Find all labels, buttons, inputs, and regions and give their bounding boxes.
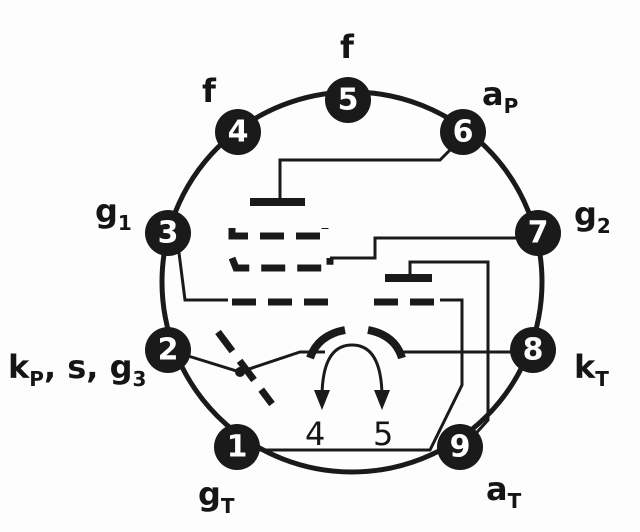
- beam-plate: [215, 329, 275, 407]
- svg-text:2: 2: [158, 333, 179, 368]
- svg-text:5: 5: [338, 83, 359, 118]
- svg-text:9: 9: [450, 430, 471, 465]
- pin-2: 2: [145, 327, 191, 373]
- pin-4: 4: [215, 109, 261, 155]
- pin-3-label: g1: [95, 192, 132, 235]
- pin-1: 1: [214, 424, 260, 470]
- pin-6-label: aP: [482, 75, 518, 118]
- svg-text:1: 1: [227, 430, 248, 465]
- pin-6: 6: [440, 109, 486, 155]
- svg-text:8: 8: [523, 333, 544, 368]
- pentode-screen-grid: [228, 228, 329, 240]
- pentode-suppressor-grid: [228, 256, 334, 272]
- pin-5: 5: [325, 77, 371, 123]
- pin-5-label: f: [340, 28, 355, 66]
- pin-8: 8: [510, 327, 556, 373]
- pin-8-label: kT: [574, 348, 609, 391]
- pin-4-label: f: [202, 72, 217, 110]
- pin-7-label: g2: [574, 195, 611, 238]
- pin-7: 7: [515, 210, 561, 256]
- svg-text:7: 7: [528, 216, 549, 251]
- pentode-section: [176, 143, 520, 407]
- arrow-down-icon: [314, 390, 330, 410]
- pin-3: 3: [145, 210, 191, 256]
- svg-text:6: 6: [453, 115, 474, 150]
- envelope-outline: [159, 89, 545, 475]
- pin-9: 9: [437, 424, 483, 470]
- svg-text:3: 3: [158, 216, 179, 251]
- heater-label-4: 4: [305, 415, 325, 453]
- pin-2-label: kP, s, g3: [8, 348, 146, 391]
- triode-section: [255, 260, 518, 452]
- heater: 4 5: [305, 343, 393, 453]
- pin-1-label: gT: [198, 475, 235, 518]
- heater-label-5: 5: [373, 415, 393, 453]
- svg-text:4: 4: [228, 115, 249, 150]
- pin-9-label: aT: [486, 470, 522, 513]
- arrow-down-icon: [374, 390, 390, 410]
